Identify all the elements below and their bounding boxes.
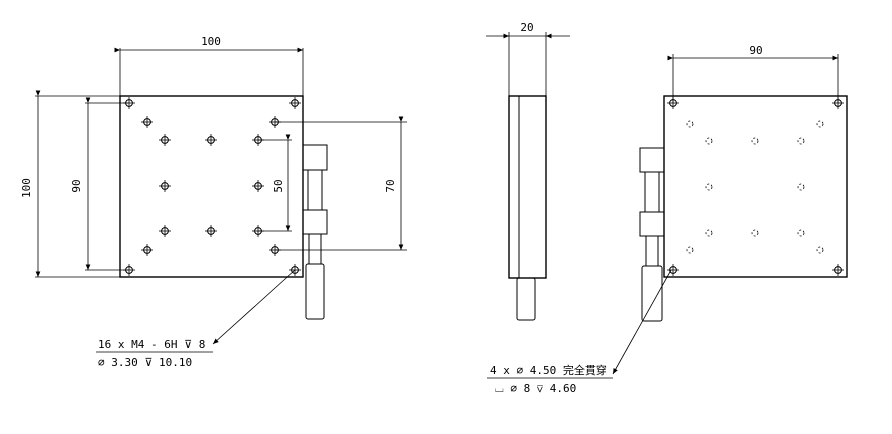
front-screw-shaft: [308, 233, 322, 265]
back-hidden-hole: [816, 120, 824, 128]
front-screw-collar: [302, 209, 328, 235]
back-screw-neck: [644, 171, 660, 213]
front-left-dimension-100: 100: [20, 178, 33, 198]
front-callout-line2: ⌀ 3.30 ⊽ 10.10: [98, 356, 192, 369]
back-hidden-hole: [686, 120, 694, 128]
back-hidden-hole: [686, 246, 694, 254]
back-top-dimension: 90: [749, 44, 762, 57]
front-hole: [289, 97, 301, 109]
front-screw-knob: [305, 263, 325, 320]
front-plate: [119, 95, 304, 278]
front-hole: [269, 116, 281, 128]
front-hole: [141, 116, 153, 128]
back-hidden-hole: [751, 137, 759, 145]
front-screw-head: [302, 144, 328, 171]
front-callout-leader: [212, 269, 296, 345]
front-left-dimension-90: 90: [70, 179, 83, 192]
back-hidden-hole: [797, 137, 805, 145]
back-view: 90 4 x ⌀ 4.50 完全貫穿 ⌴ ⌀ 8 ⊽ 4.60: [487, 44, 848, 395]
back-callout-line2: ⌴ ⌀ 8 ⊽ 4.60: [495, 382, 576, 395]
back-hidden-hole: [705, 229, 713, 237]
front-hole: [159, 180, 171, 192]
front-hole: [289, 264, 301, 276]
back-through-hole: [832, 264, 844, 276]
side-view: 20: [486, 21, 570, 321]
back-through-hole: [832, 97, 844, 109]
back-hidden-hole: [797, 229, 805, 237]
back-callout-line1: 4 x ⌀ 4.50 完全貫穿: [490, 363, 607, 377]
front-hole: [205, 134, 217, 146]
back-hidden-hole: [797, 183, 805, 191]
front-hole: [159, 225, 171, 237]
front-screw-neck: [307, 169, 323, 211]
front-hole: [123, 264, 135, 276]
back-screw-shaft: [645, 235, 659, 267]
front-hole: [252, 134, 264, 146]
back-hidden-hole: [705, 183, 713, 191]
front-view: 100 100 90 50 70: [20, 35, 407, 369]
back-hidden-hole: [705, 137, 713, 145]
back-screw-head: [639, 147, 665, 173]
back-hidden-hole: [816, 246, 824, 254]
front-callout-line1: 16 x M4 - 6H ⊽ 8: [98, 338, 205, 351]
back-through-hole: [667, 264, 679, 276]
front-hole: [141, 244, 153, 256]
back-plate: [663, 95, 848, 278]
front-hole: [159, 134, 171, 146]
side-thickness-dimension: 20: [520, 21, 533, 34]
front-right-dimension-70: 70: [384, 179, 397, 192]
back-screw-collar: [639, 211, 665, 237]
front-hole: [205, 225, 217, 237]
back-screw-knob: [641, 265, 663, 322]
front-hole: [252, 225, 264, 237]
side-screw-knob: [516, 277, 536, 321]
front-hole: [123, 97, 135, 109]
back-callout-leader: [612, 269, 672, 375]
side-plate: [508, 95, 547, 279]
front-top-dimension: 100: [201, 35, 221, 48]
front-right-dimension-50: 50: [272, 179, 285, 192]
front-hole: [252, 180, 264, 192]
back-through-hole: [667, 97, 679, 109]
back-hidden-hole: [751, 229, 759, 237]
front-hole: [269, 244, 281, 256]
